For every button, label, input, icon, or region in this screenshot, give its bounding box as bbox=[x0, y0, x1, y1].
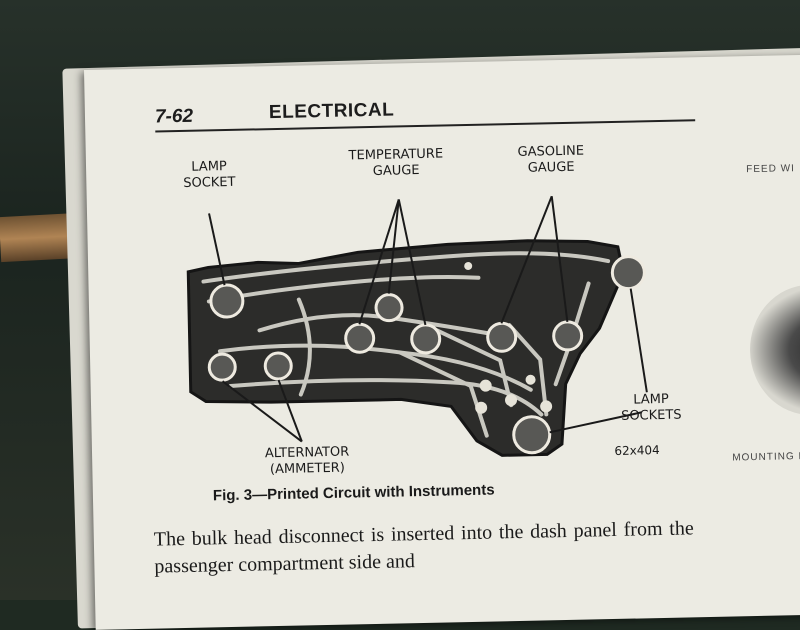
alternator-terminal-2 bbox=[263, 351, 293, 381]
gas-gauge-left bbox=[486, 321, 518, 353]
body-paragraph: The bulk head disconnect is inserted int… bbox=[153, 517, 694, 578]
adjacent-label-mounting: MOUNTING I bbox=[732, 451, 800, 464]
label-temperature-gauge: TEMPERATURE GAUGE bbox=[348, 146, 444, 179]
lamp-socket-left bbox=[209, 283, 245, 319]
temp-gauge-top bbox=[374, 293, 404, 323]
label-gasoline-gauge: GASOLINE GAUGE bbox=[517, 143, 585, 176]
adjacent-figure-fragment bbox=[748, 283, 800, 417]
temp-gauge-left bbox=[344, 322, 376, 354]
gas-gauge-right bbox=[552, 320, 584, 352]
temp-gauge-right bbox=[410, 323, 442, 355]
label-alternator: ALTERNATOR (AMMETER) bbox=[264, 444, 350, 478]
alternator-terminal-1 bbox=[207, 352, 237, 382]
lamp-socket-right bbox=[610, 255, 646, 291]
label-lamp-socket: LAMP SOCKET bbox=[183, 159, 236, 191]
section-title: ELECTRICAL bbox=[268, 99, 395, 124]
figure-code: 62x404 bbox=[614, 443, 660, 458]
adjacent-label-feed-wire: FEED WI bbox=[746, 163, 796, 176]
figure-caption: Fig. 3—Printed Circuit with Instruments bbox=[212, 481, 495, 505]
page-header: 7-62 ELECTRICAL bbox=[154, 93, 696, 133]
manual-page: 7-62 ELECTRICAL bbox=[84, 54, 800, 630]
lamp-socket-bottom bbox=[512, 415, 552, 455]
printed-circuit-figure: LAMP SOCKET TEMPERATURE GAUGE GASOLINE G… bbox=[146, 142, 682, 483]
page-number: 7-62 bbox=[154, 105, 194, 128]
label-lamp-sockets: LAMP SOCKETS bbox=[620, 391, 682, 424]
printed-circuit-illustration bbox=[186, 195, 648, 457]
